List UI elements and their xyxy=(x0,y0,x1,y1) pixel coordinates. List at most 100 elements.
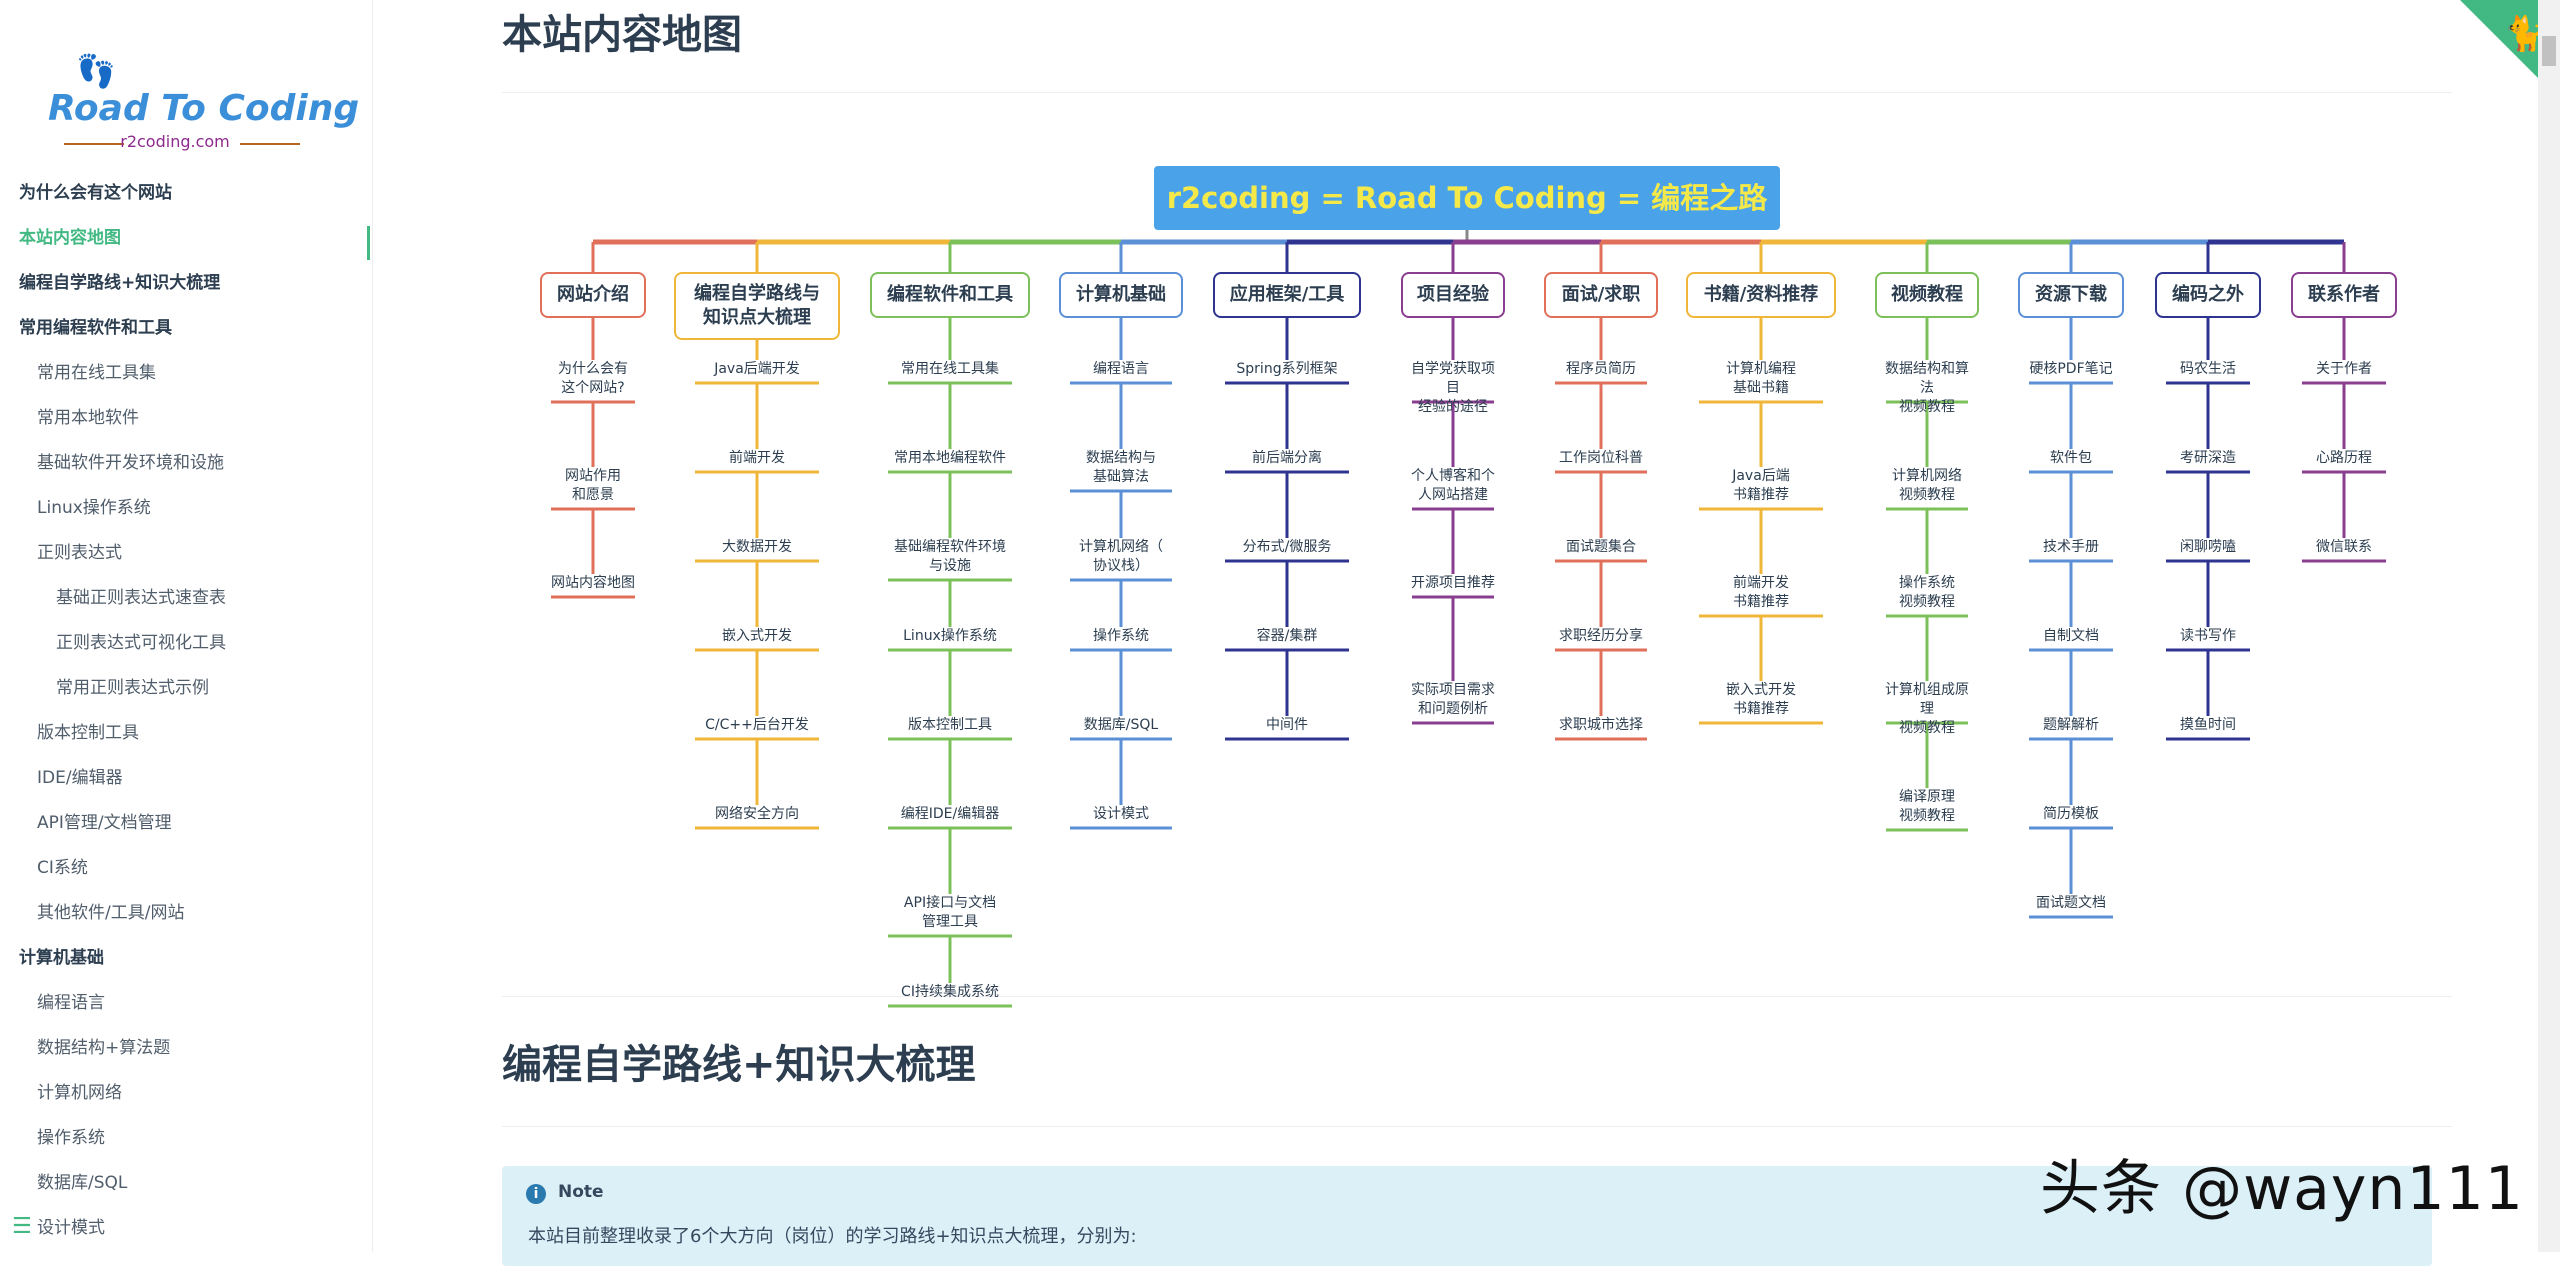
sidebar-item[interactable]: 正则表达式 xyxy=(37,543,122,563)
mindmap-leaf: 工作岗位科普 xyxy=(1559,450,1643,466)
mindmap-leaf: 编译原理 视频教程 xyxy=(1899,789,1955,824)
sidebar-item[interactable]: 编程语言 xyxy=(37,993,105,1013)
mindmap-leaf: 摸鱼时间 xyxy=(2180,717,2236,733)
mindmap-leaf: Spring系列框架 xyxy=(1236,361,1338,377)
mindmap-leaf: 实际项目需求 和问题例析 xyxy=(1411,682,1495,717)
mindmap-leaf: 微信联系 xyxy=(2316,539,2372,555)
mindmap-root: r2coding = Road To Coding = 编程之路 xyxy=(1154,166,1780,230)
sidebar-item[interactable]: 常用正则表达式示例 xyxy=(56,678,209,698)
mindmap-leaf: 硬核PDF笔记 xyxy=(2029,361,2113,377)
mindmap-leaf: 程序员简历 xyxy=(1566,361,1636,377)
mindmap-leaf: 开源项目推荐 xyxy=(1411,575,1495,591)
mindmap-leaf: 软件包 xyxy=(2050,450,2092,466)
mindmap-leaf: 计算机组成原理 视频教程 xyxy=(1885,682,1969,736)
mindmap-leaf: 网站内容地图 xyxy=(551,575,635,591)
scrollbar-thumb[interactable] xyxy=(2542,36,2556,66)
note-label: Note xyxy=(558,1182,604,1202)
sidebar-item[interactable]: API管理/文档管理 xyxy=(37,813,172,833)
mindmap-leaf: C/C++后台开发 xyxy=(705,717,809,733)
info-icon: i xyxy=(526,1184,546,1204)
mindmap-leaf: 数据结构与 基础算法 xyxy=(1086,450,1156,485)
sidebar-item[interactable]: 本站内容地图 xyxy=(19,228,121,248)
mindmap-category: 编程软件和工具 xyxy=(870,272,1030,318)
mindmap-leaf: 编程IDE/编辑器 xyxy=(900,806,1000,822)
mindmap-leaf: 技术手册 xyxy=(2043,539,2099,555)
sidebar-item[interactable]: 版本控制工具 xyxy=(37,723,139,743)
active-indicator xyxy=(367,226,370,260)
mindmap-leaf: 面试题集合 xyxy=(1566,539,1636,555)
mindmap-leaf: 求职城市选择 xyxy=(1559,717,1643,733)
mindmap-leaf: Java后端开发 xyxy=(714,361,800,377)
divider xyxy=(502,996,2452,997)
mindmap-category: 编码之外 xyxy=(2155,272,2261,318)
mindmap-leaf: 操作系统 视频教程 xyxy=(1899,575,1955,610)
sidebar-item[interactable]: 常用编程软件和工具 xyxy=(19,318,172,338)
mindmap-leaf: 求职经历分享 xyxy=(1559,628,1643,644)
mindmap-leaf: 自制文档 xyxy=(2043,628,2099,644)
sidebar-item[interactable]: 数据结构+算法题 xyxy=(37,1038,171,1058)
mindmap-leaf: 基础编程软件环境 与设施 xyxy=(894,539,1006,574)
note-box: i Note 本站目前整理收录了6个大方向（岗位）的学习路线+知识点大梳理，分别… xyxy=(502,1166,2432,1266)
menu-toggle-icon[interactable]: ☰ xyxy=(12,1214,32,1239)
mindmap-leaf: 版本控制工具 xyxy=(908,717,992,733)
sidebar-item[interactable]: IDE/编辑器 xyxy=(37,768,123,788)
sidebar-item[interactable]: Linux操作系统 xyxy=(37,498,151,518)
mindmap-leaf: 为什么会有 这个网站? xyxy=(558,361,628,396)
sidebar-item[interactable]: 正则表达式可视化工具 xyxy=(56,633,226,653)
scrollbar[interactable] xyxy=(2538,0,2560,1252)
note-text: 本站目前整理收录了6个大方向（岗位）的学习路线+知识点大梳理，分别为: xyxy=(528,1226,1137,1247)
mindmap-leaf: 网络安全方向 xyxy=(715,806,799,822)
mindmap-leaf: 分布式/微服务 xyxy=(1242,539,1332,555)
sidebar-item[interactable]: 常用在线工具集 xyxy=(37,363,156,383)
logo-domain: r2coding.com xyxy=(120,132,230,151)
sidebar-item[interactable]: 编程自学路线+知识大梳理 xyxy=(19,273,221,293)
logo-title: Road To Coding xyxy=(48,88,360,129)
mindmap-leaf: 简历模板 xyxy=(2043,806,2099,822)
mindmap-leaf: 前后端分离 xyxy=(1252,450,1322,466)
sidebar-item[interactable]: 其他软件/工具/网站 xyxy=(37,903,185,923)
mindmap-category: 联系作者 xyxy=(2291,272,2397,318)
mindmap-category: 面试/求职 xyxy=(1544,272,1658,318)
mindmap-leaf: 操作系统 xyxy=(1093,628,1149,644)
mindmap-leaf: API接口与文档 管理工具 xyxy=(903,895,997,930)
sidebar-item[interactable]: 计算机网络 xyxy=(37,1083,122,1103)
mindmap-leaf: 关于作者 xyxy=(2316,361,2372,377)
mindmap-leaf: 网站作用 和愿景 xyxy=(565,468,621,503)
mindmap-category: 应用框架/工具 xyxy=(1213,272,1361,318)
mindmap-leaf: 计算机编程 基础书籍 xyxy=(1726,361,1796,396)
mindmap-category: 编程自学路线与 知识点大梳理 xyxy=(674,272,840,340)
sidebar: 👣 Road To Coding r2coding.com 为什么会有这个网站本… xyxy=(0,0,373,1252)
sidebar-item[interactable]: 操作系统 xyxy=(37,1128,105,1148)
mindmap-leaf: 个人博客和个 人网站搭建 xyxy=(1411,468,1495,503)
mindmap-leaf: 大数据开发 xyxy=(722,539,792,555)
mindmap-leaf: 计算机网络（ 协议栈） xyxy=(1079,539,1163,574)
mindmap-leaf: 中间件 xyxy=(1266,717,1308,733)
mindmap-leaf: 前端开发 xyxy=(729,450,785,466)
logo-divider-left xyxy=(64,143,124,145)
site-logo[interactable]: 👣 Road To Coding r2coding.com xyxy=(40,48,359,158)
mindmap-leaf: 容器/集群 xyxy=(1256,628,1318,644)
mindmap-leaf: 考研深造 xyxy=(2180,450,2236,466)
watermark: 头条 @wayn111 xyxy=(2040,1154,2524,1224)
mindmap-category: 项目经验 xyxy=(1401,272,1505,318)
divider xyxy=(502,1126,2452,1127)
mindmap-leaf: 前端开发 书籍推荐 xyxy=(1733,575,1789,610)
mindmap-leaf: CI持续集成系统 xyxy=(901,984,999,1000)
mindmap-leaf: 题解解析 xyxy=(2043,717,2099,733)
main-content: 本站内容地图 编程自学路线+知识大梳理 i Note 本站目前整理收录了6个大方… xyxy=(372,0,2560,1266)
sidebar-item[interactable]: 设计模式 xyxy=(37,1218,105,1238)
sidebar-item[interactable]: 数据库/SQL xyxy=(37,1173,128,1193)
sidebar-item[interactable]: 基础正则表达式速查表 xyxy=(56,588,226,608)
sidebar-item[interactable]: 常用本地软件 xyxy=(37,408,139,428)
sidebar-item[interactable]: 基础软件开发环境和设施 xyxy=(37,453,224,473)
sidebar-item[interactable]: 计算机基础 xyxy=(19,948,104,968)
sidebar-item[interactable]: CI系统 xyxy=(37,858,88,878)
mindmap-category: 视频教程 xyxy=(1875,272,1979,318)
section-title: 编程自学路线+知识大梳理 xyxy=(502,1042,976,1088)
mindmap-leaf: 编程语言 xyxy=(1093,361,1149,377)
mindmap-leaf: Java后端 书籍推荐 xyxy=(1732,468,1790,503)
mindmap-leaf: 数据结构和算法 视频教程 xyxy=(1885,361,1969,415)
mindmap-leaf: 码农生活 xyxy=(2180,361,2236,377)
sidebar-item[interactable]: 为什么会有这个网站 xyxy=(19,183,172,203)
